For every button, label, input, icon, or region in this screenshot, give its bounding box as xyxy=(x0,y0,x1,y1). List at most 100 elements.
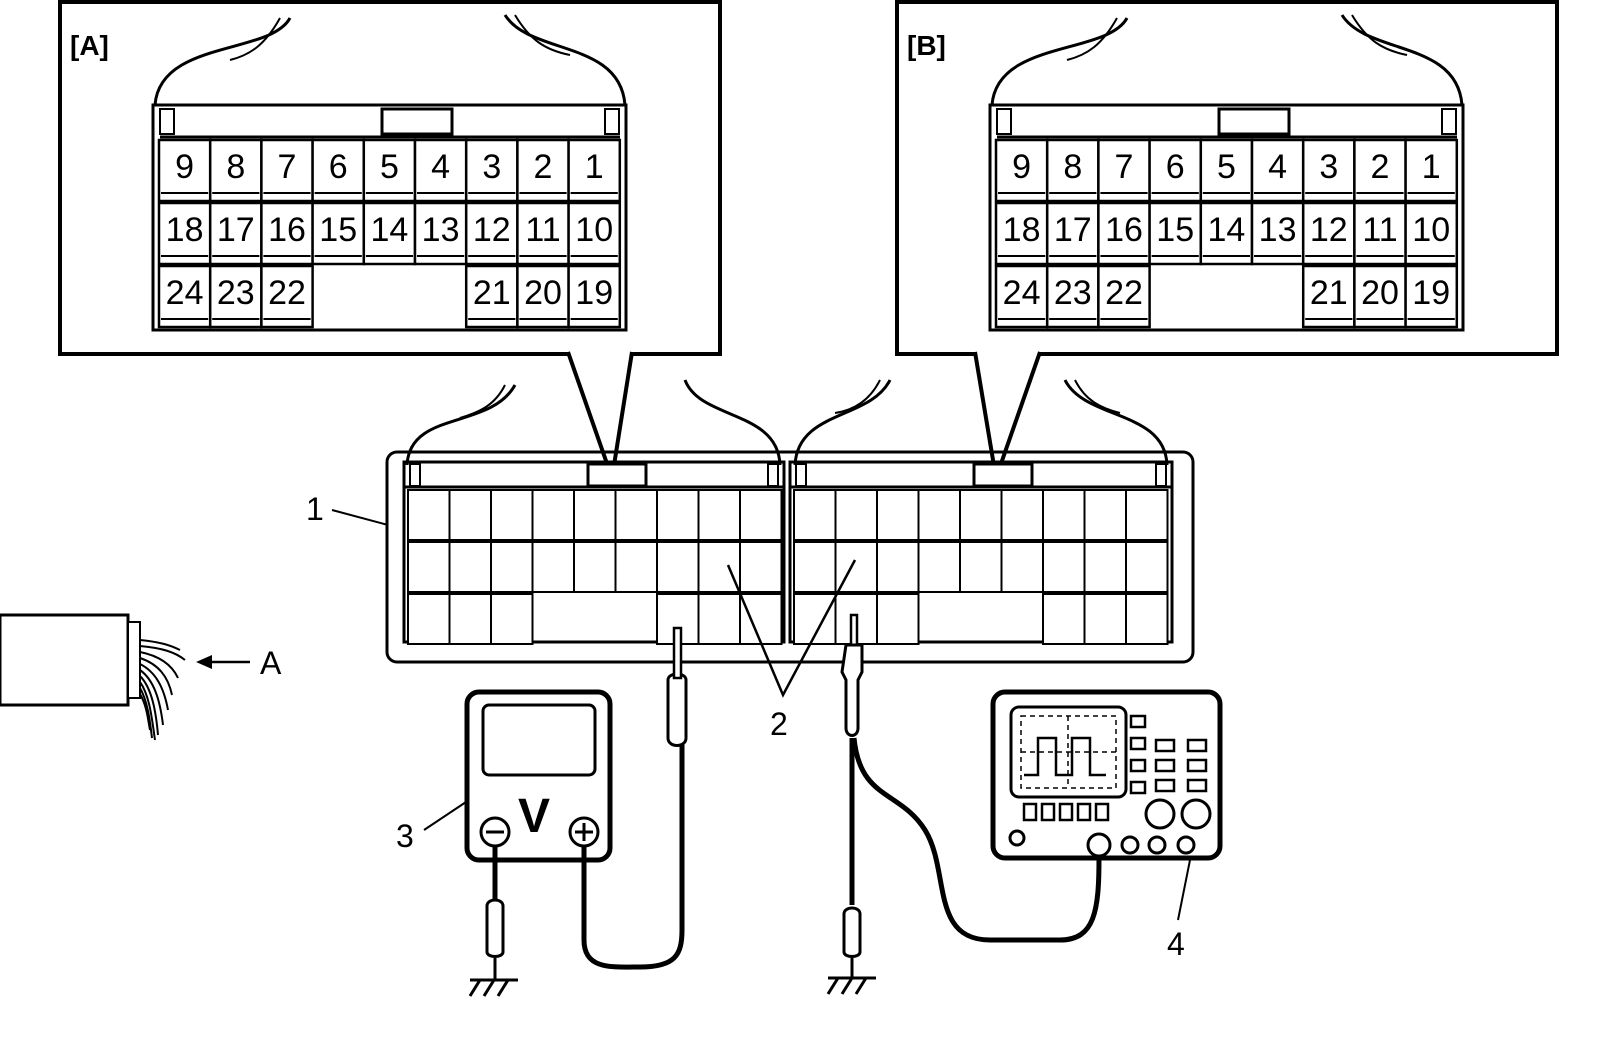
pin-cell: 9 xyxy=(157,138,212,203)
pin-cell: 12 xyxy=(1301,201,1356,266)
pin-number: 13 xyxy=(422,211,460,249)
pin-number: 13 xyxy=(1259,211,1297,249)
pin-cell: 10 xyxy=(567,201,622,266)
pin-cell: 2 xyxy=(1353,138,1407,203)
pin-number: 16 xyxy=(268,211,306,249)
pin-number: 21 xyxy=(473,274,511,312)
ecm-terminal-cell xyxy=(959,541,1003,593)
pin-number: 8 xyxy=(226,148,245,186)
label-ecm: 1 xyxy=(306,491,324,527)
ecm-terminal-cell xyxy=(876,593,920,645)
plus-terminal-icon xyxy=(568,816,600,848)
pin-cell: 16 xyxy=(1097,201,1151,266)
pin-number: 5 xyxy=(380,148,399,186)
pin-number: 2 xyxy=(1371,148,1390,186)
pin-cell: 17 xyxy=(1045,201,1100,266)
wire-curve xyxy=(459,384,506,419)
ecm-terminal-cell xyxy=(407,541,451,593)
pin-cell: 9 xyxy=(994,138,1049,203)
pin-number: 23 xyxy=(217,274,255,312)
pin-cell: 5 xyxy=(362,138,417,203)
pin-number: 23 xyxy=(1054,274,1092,312)
ecm-terminal-cell xyxy=(876,489,920,541)
pin-cell: 18 xyxy=(994,201,1049,266)
wire-curve xyxy=(834,379,881,414)
wire-curve xyxy=(1074,379,1121,414)
ecm-terminal-grid xyxy=(407,489,1169,645)
oscilloscope-buttons xyxy=(1022,714,1208,822)
ecm-module xyxy=(385,379,1195,664)
voltmeter-symbol: V xyxy=(518,790,550,843)
pin-number: 20 xyxy=(1361,274,1399,312)
ecm-terminal-cell xyxy=(959,489,1003,541)
pin-cell: 8 xyxy=(1045,138,1100,203)
label-oscilloscope: 4 xyxy=(1167,926,1185,962)
ecm-terminal-cell xyxy=(573,541,617,593)
ground-probe xyxy=(842,906,862,978)
pin-number: 1 xyxy=(1422,148,1441,186)
negative-probe xyxy=(485,898,505,980)
pin-cell: 23 xyxy=(208,264,263,329)
ecm-terminal-cell xyxy=(917,489,961,541)
wire-curve xyxy=(793,379,892,466)
pin-number: 10 xyxy=(575,211,613,249)
callout-b-pointer xyxy=(973,351,1042,479)
ecm-terminal-cell xyxy=(448,541,492,593)
pin-number: 7 xyxy=(1115,148,1134,186)
label-connectors: 2 xyxy=(770,706,788,742)
wire-curve xyxy=(153,17,292,106)
pin-number: 9 xyxy=(1012,148,1031,186)
oscilloscope-knobs xyxy=(1008,798,1212,858)
ecm-terminal-cell xyxy=(1083,593,1127,645)
pin-number: 1 xyxy=(585,148,604,186)
pin-number: 12 xyxy=(1310,211,1348,249)
pin-cell: 13 xyxy=(1250,201,1305,266)
ecm-terminal-cell xyxy=(614,541,658,593)
ecm-terminal-cell xyxy=(739,489,783,541)
pin-number: 18 xyxy=(1003,211,1041,249)
wire-curve xyxy=(1063,379,1169,466)
view-arrow-label: A xyxy=(260,645,282,681)
pin-cell: 22 xyxy=(1097,264,1151,329)
pin-number: 6 xyxy=(329,148,348,186)
pin-cell: 17 xyxy=(208,201,263,266)
pin-cell: 5 xyxy=(1199,138,1254,203)
pin-number: 24 xyxy=(166,274,204,312)
wire-curve xyxy=(990,17,1129,106)
wire-curve xyxy=(683,379,782,466)
wire-curve xyxy=(1066,17,1118,61)
wire-curve xyxy=(229,17,281,61)
square-wave-trace xyxy=(1024,736,1106,777)
pin-number: 22 xyxy=(1105,274,1143,312)
pin-number: 7 xyxy=(278,148,297,186)
ecm-terminal-cell xyxy=(490,593,534,645)
ecm-connector-b xyxy=(788,460,1174,644)
ecm-terminal-cell xyxy=(656,489,700,541)
ecm-terminal-cell xyxy=(490,489,534,541)
harness-connector xyxy=(0,613,186,741)
pin-number: 9 xyxy=(175,148,194,186)
pin-number: 4 xyxy=(1268,148,1287,186)
pin-cell: 7 xyxy=(260,138,314,203)
pin-cell: 16 xyxy=(260,201,314,266)
ecm-terminal-cell xyxy=(407,489,451,541)
pin-number: 6 xyxy=(1166,148,1185,186)
pin-cell: 3 xyxy=(1301,138,1356,203)
pin-cell: 14 xyxy=(1199,201,1254,266)
wire-curve xyxy=(514,14,571,56)
ground-icon xyxy=(826,976,876,995)
pin-cell: 24 xyxy=(994,264,1049,329)
pin-number: 14 xyxy=(370,211,408,249)
pin-cell: 15 xyxy=(1148,201,1203,266)
ecm-terminal-cell xyxy=(739,541,783,593)
ecm-terminal-cell xyxy=(834,489,878,541)
pin-cell: 2 xyxy=(516,138,570,203)
ecm-terminal-cell xyxy=(1083,489,1127,541)
pin-cell: 12 xyxy=(464,201,519,266)
ecm-terminal-cell xyxy=(407,593,451,645)
pin-cell: 1 xyxy=(567,138,622,203)
